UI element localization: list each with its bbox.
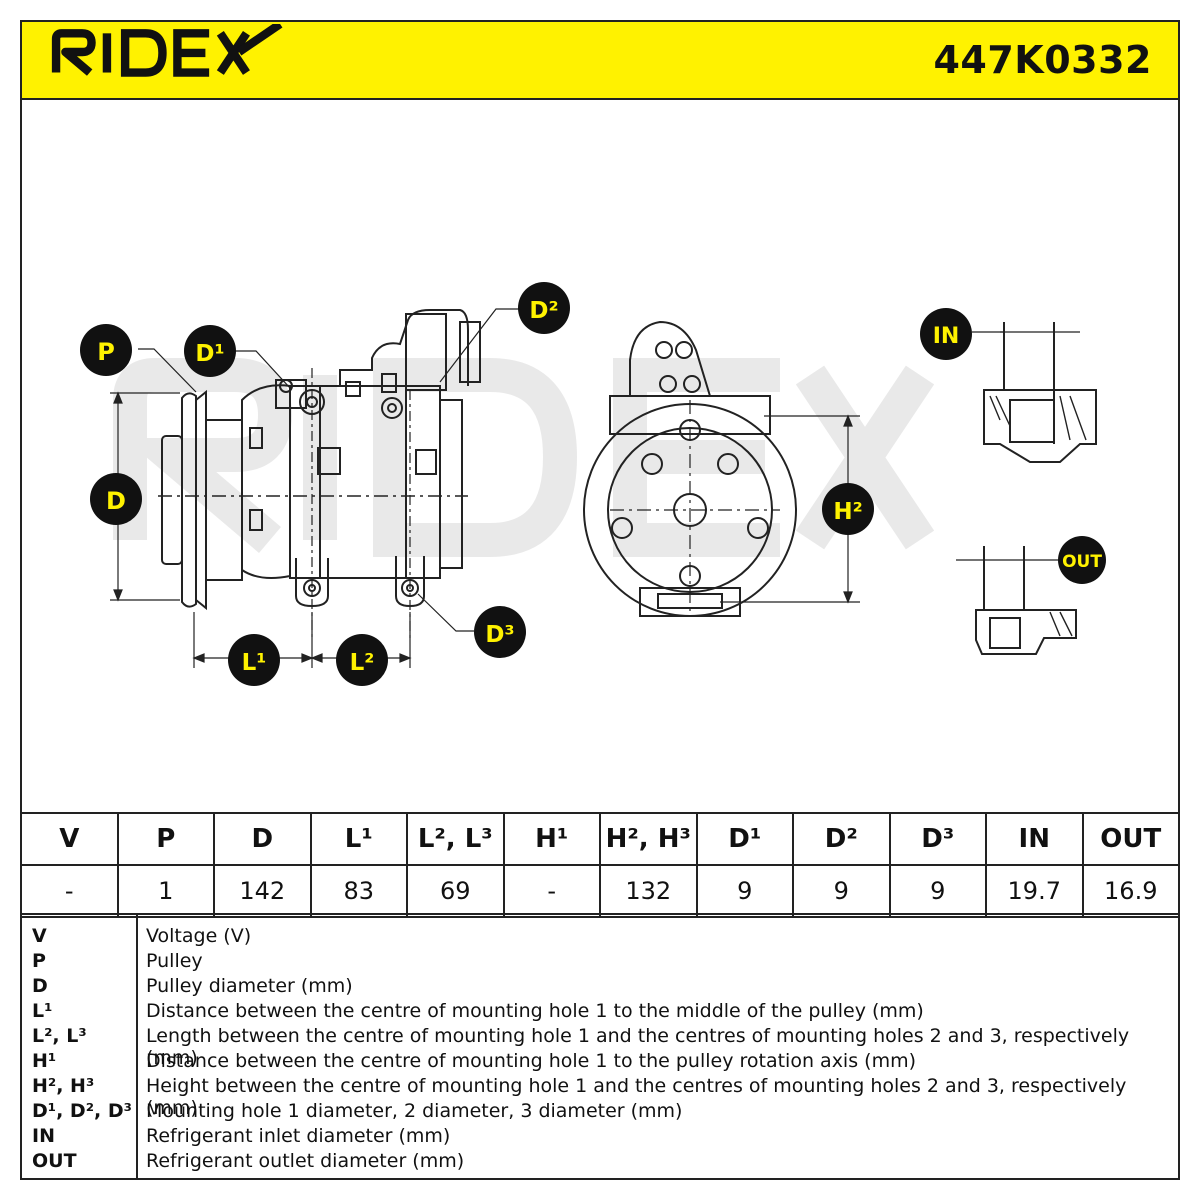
part-number: 447K0332	[933, 38, 1152, 82]
legend-row: L², L³ Length between the centre of moun…	[22, 1025, 1178, 1069]
table-cell: 142	[213, 864, 312, 918]
table-cell: 1	[116, 864, 215, 918]
svg-text:IN: IN	[933, 324, 960, 349]
legend-key: IN	[32, 1125, 55, 1147]
svg-text:OUT: OUT	[1062, 552, 1102, 572]
outlet-fitting-section	[956, 546, 1077, 655]
col-header: OUT	[1081, 812, 1180, 866]
ridex-watermark	[113, 358, 935, 557]
legend-row: H², H³ Height between the centre of moun…	[22, 1075, 1178, 1119]
table-cell: 83	[309, 864, 408, 918]
compressor-side-view	[161, 309, 481, 611]
legend-text: Pulley	[146, 950, 203, 972]
ridex-logo	[51, 24, 283, 77]
col-header: D³	[888, 812, 987, 866]
legend-text: Height between the centre of mounting ho…	[146, 1075, 1127, 1119]
callout-D1: D¹	[184, 325, 236, 377]
legend-key: D¹, D², D³	[32, 1100, 132, 1122]
dimensions-table: V P D L¹ L², L³ H¹ H², H³ D¹ D² D³ IN OU…	[20, 812, 1180, 918]
inlet-fitting-section	[972, 322, 1097, 463]
legend-key: L¹	[32, 1000, 53, 1022]
legend-key: P	[32, 950, 46, 972]
table-cell: -	[502, 864, 601, 918]
legend-key: D	[32, 975, 48, 997]
callout-IN: IN	[920, 308, 972, 360]
svg-text:H²: H²	[833, 499, 862, 525]
callout-D2: D²	[518, 282, 570, 334]
table-cell: 19.7	[985, 864, 1084, 918]
col-header: L², L³	[406, 812, 505, 866]
col-header: H², H³	[599, 812, 698, 866]
legend-row: V Voltage (V)	[22, 925, 1178, 950]
legend-row: IN Refrigerant inlet diameter (mm)	[22, 1125, 1178, 1150]
col-header: D²	[792, 812, 891, 866]
callout-L1: L¹	[228, 634, 280, 686]
svg-text:P: P	[97, 338, 115, 366]
svg-text:D¹: D¹	[195, 341, 224, 367]
table-header-row: V P D L¹ L², L³ H¹ H², H³ D¹ D² D³ IN OU…	[20, 812, 1180, 866]
col-header: D	[213, 812, 312, 866]
legend-row: D Pulley diameter (mm)	[22, 975, 1178, 1000]
legend-text: Pulley diameter (mm)	[146, 975, 353, 997]
header-bar	[20, 20, 1180, 100]
legend-text: Length between the centre of mounting ho…	[146, 1025, 1130, 1069]
col-header: H¹	[502, 812, 601, 866]
callout-P: P	[80, 324, 132, 376]
legend-text: Mounting hole 1 diameter, 2 diameter, 3 …	[146, 1100, 683, 1122]
legend-key: V	[32, 925, 47, 947]
col-header: D¹	[695, 812, 794, 866]
table-cell: 9	[792, 864, 891, 918]
table-row: - 1 142 83 69 - 132 9 9 9 19.7 16.9	[20, 864, 1180, 918]
legend-text: Distance between the centre of mounting …	[146, 1000, 924, 1022]
legend-text: Refrigerant inlet diameter (mm)	[146, 1125, 451, 1147]
legend-row: OUT Refrigerant outlet diameter (mm)	[22, 1150, 1178, 1175]
legend-text: Refrigerant outlet diameter (mm)	[146, 1150, 465, 1172]
legend-key: H², H³	[32, 1075, 95, 1097]
legend-row: D¹, D², D³ Mounting hole 1 diameter, 2 d…	[22, 1100, 1178, 1125]
col-header: V	[20, 812, 119, 866]
table-cell: 9	[695, 864, 794, 918]
callout-D3: D³	[474, 606, 526, 658]
svg-text:D²: D²	[529, 298, 558, 324]
legend-row: P Pulley	[22, 950, 1178, 975]
svg-text:L¹: L¹	[242, 650, 267, 676]
legend-key: H¹	[32, 1050, 57, 1072]
col-header: P	[116, 812, 215, 866]
legend-box: V Voltage (V) P Pulley D Pulley diameter…	[20, 913, 1180, 1180]
callout-H2: H²	[822, 483, 874, 535]
callout-L2: L²	[336, 634, 388, 686]
legend-row: H¹ Distance between the centre of mounti…	[22, 1050, 1178, 1075]
table-cell: 9	[888, 864, 987, 918]
col-header: L¹	[309, 812, 408, 866]
leader-lines	[138, 308, 522, 632]
legend-text: Distance between the centre of mounting …	[146, 1050, 916, 1072]
callout-OUT: OUT	[1058, 536, 1106, 584]
legend-key: L², L³	[32, 1025, 87, 1047]
callout-D: D	[90, 473, 142, 525]
legend-divider	[136, 915, 138, 1178]
table-cell: 69	[406, 864, 505, 918]
length-dimensions	[192, 612, 412, 668]
legend-text: Voltage (V)	[146, 925, 252, 947]
table-cell: -	[20, 864, 119, 918]
table-cell: 16.9	[1081, 864, 1180, 918]
legend-key: OUT	[32, 1150, 77, 1172]
technical-drawing: P D¹ D² D H² L¹ L² D³ IN OUT	[80, 282, 1106, 686]
legend-row: L¹ Distance between the centre of mounti…	[22, 1000, 1178, 1025]
svg-text:L²: L²	[350, 650, 375, 676]
col-header: IN	[985, 812, 1084, 866]
table-cell: 132	[599, 864, 698, 918]
svg-text:D³: D³	[485, 622, 514, 648]
svg-text:D: D	[106, 487, 126, 515]
